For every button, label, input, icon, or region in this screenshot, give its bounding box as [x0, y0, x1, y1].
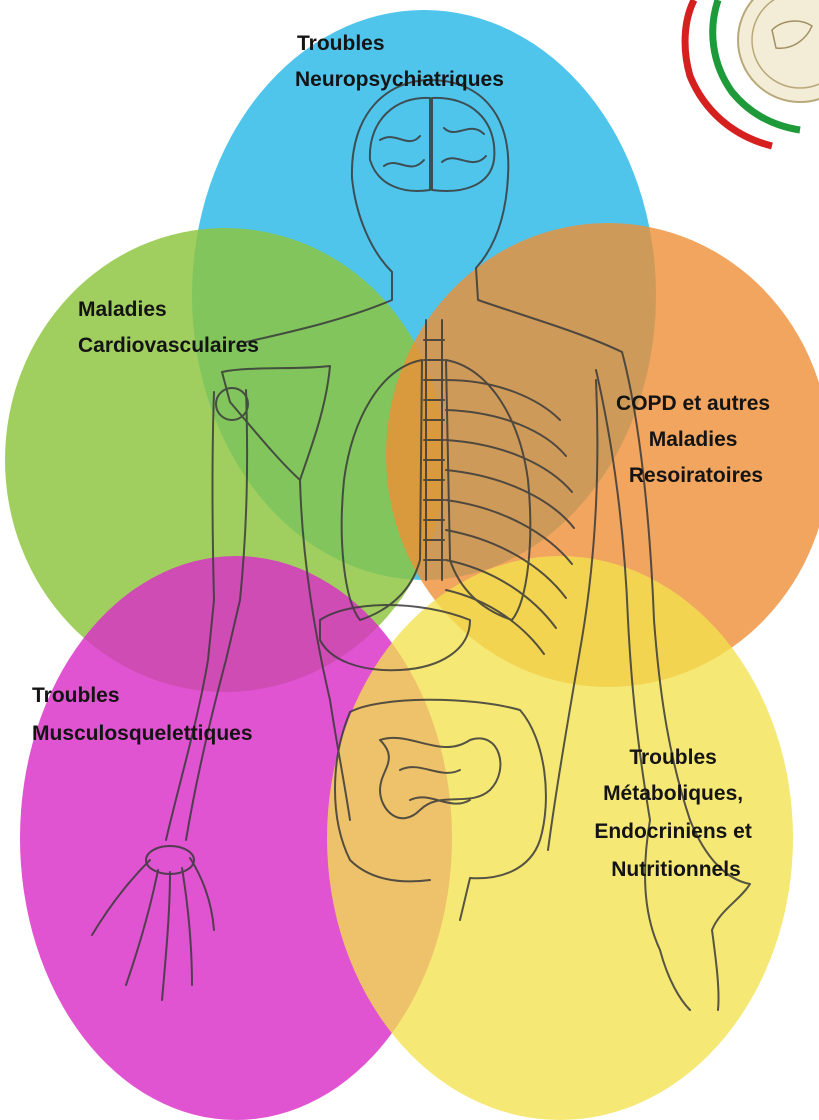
- label-line: Resoiratoires: [629, 464, 763, 487]
- label-line: Cardiovasculaires: [78, 334, 259, 357]
- label-line: Troubles: [629, 746, 717, 769]
- label-line: COPD et autres: [616, 392, 770, 415]
- label-line: Endocriniens et: [594, 820, 752, 843]
- state-emblem-icon: [685, 0, 819, 146]
- label-line: Neuropsychiatriques: [295, 68, 504, 91]
- label-line: Nutritionnels: [611, 858, 741, 881]
- label-line: Troubles: [297, 32, 385, 55]
- label-line: Musculosquelettiques: [32, 722, 253, 745]
- label-line: Métaboliques,: [603, 782, 743, 805]
- label-line: Troubles: [32, 684, 120, 707]
- label-line: Maladies: [78, 298, 167, 321]
- label-line: Maladies: [649, 428, 738, 451]
